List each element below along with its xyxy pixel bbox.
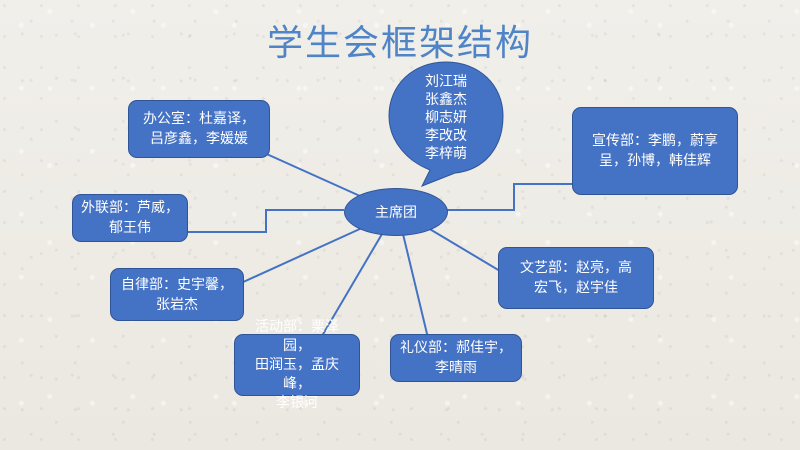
connector-discipline <box>240 227 363 284</box>
arts-department-box: 文艺部：赵亮，高 宏飞，赵宇佳 <box>498 247 654 309</box>
publicity-line-1: 宣传部：李鹏，蔚享 <box>592 133 718 149</box>
external-line-1: 外联部：芦威， <box>81 200 179 216</box>
page-title: 学生会框架结构 <box>266 23 533 64</box>
connector-external <box>187 209 344 233</box>
member-name: 李梓萌 <box>425 146 467 162</box>
external-line-2: 郁王伟 <box>109 220 151 236</box>
activity-department-box: 活动部：栗泽园， 田润玉，孟庆峰， 李银河 <box>234 319 360 411</box>
discipline-line-2: 张岩杰 <box>156 296 198 313</box>
presidium-node: 主席团 <box>344 188 448 236</box>
presidium-members: 刘江瑞 张鑫杰 柳志妍 李改改 李梓萌 <box>389 62 503 174</box>
etiquette-line-2: 李晴雨 <box>435 360 477 376</box>
office-line-2: 吕彦鑫，李媛媛 <box>150 131 248 147</box>
connector-publicity <box>446 183 574 211</box>
activity-line-2: 田润玉，孟庆峰， <box>255 356 339 392</box>
connector-arts <box>427 227 501 272</box>
publicity-department-box: 宣传部：李鹏，蔚享 呈，孙博，韩佳辉 <box>572 107 738 195</box>
connector-etiquette <box>402 233 429 339</box>
activity-line-3: 李银河 <box>276 394 318 411</box>
presidium-speech-bubble <box>388 61 504 187</box>
member-name: 张鑫杰 <box>425 92 467 108</box>
discipline-line-1: 自律部：史宇馨， <box>121 276 233 293</box>
member-name: 李改改 <box>425 128 467 144</box>
publicity-line-2: 呈，孙博，韩佳辉 <box>599 153 711 169</box>
presidium-label: 主席团 <box>375 205 417 221</box>
etiquette-line-1: 礼仪部：郝佳宇， <box>400 340 512 356</box>
connector-activity <box>321 233 383 337</box>
arts-line-2: 宏飞，赵宇佳 <box>534 280 618 296</box>
member-name: 刘江瑞 <box>425 74 467 90</box>
office-line-1: 办公室：杜嘉译， <box>143 111 255 127</box>
member-name: 柳志妍 <box>425 110 467 126</box>
activity-line-1: 活动部：栗泽园， <box>255 318 339 354</box>
etiquette-department-box: 礼仪部：郝佳宇， 李晴雨 <box>390 334 522 382</box>
discipline-department-box: 自律部：史宇馨， 张岩杰 <box>110 268 244 321</box>
external-department-box: 外联部：芦威， 郁王伟 <box>72 194 188 242</box>
arts-line-1: 文艺部：赵亮，高 <box>520 260 632 276</box>
office-department-box: 办公室：杜嘉译， 吕彦鑫，李媛媛 <box>128 100 270 158</box>
